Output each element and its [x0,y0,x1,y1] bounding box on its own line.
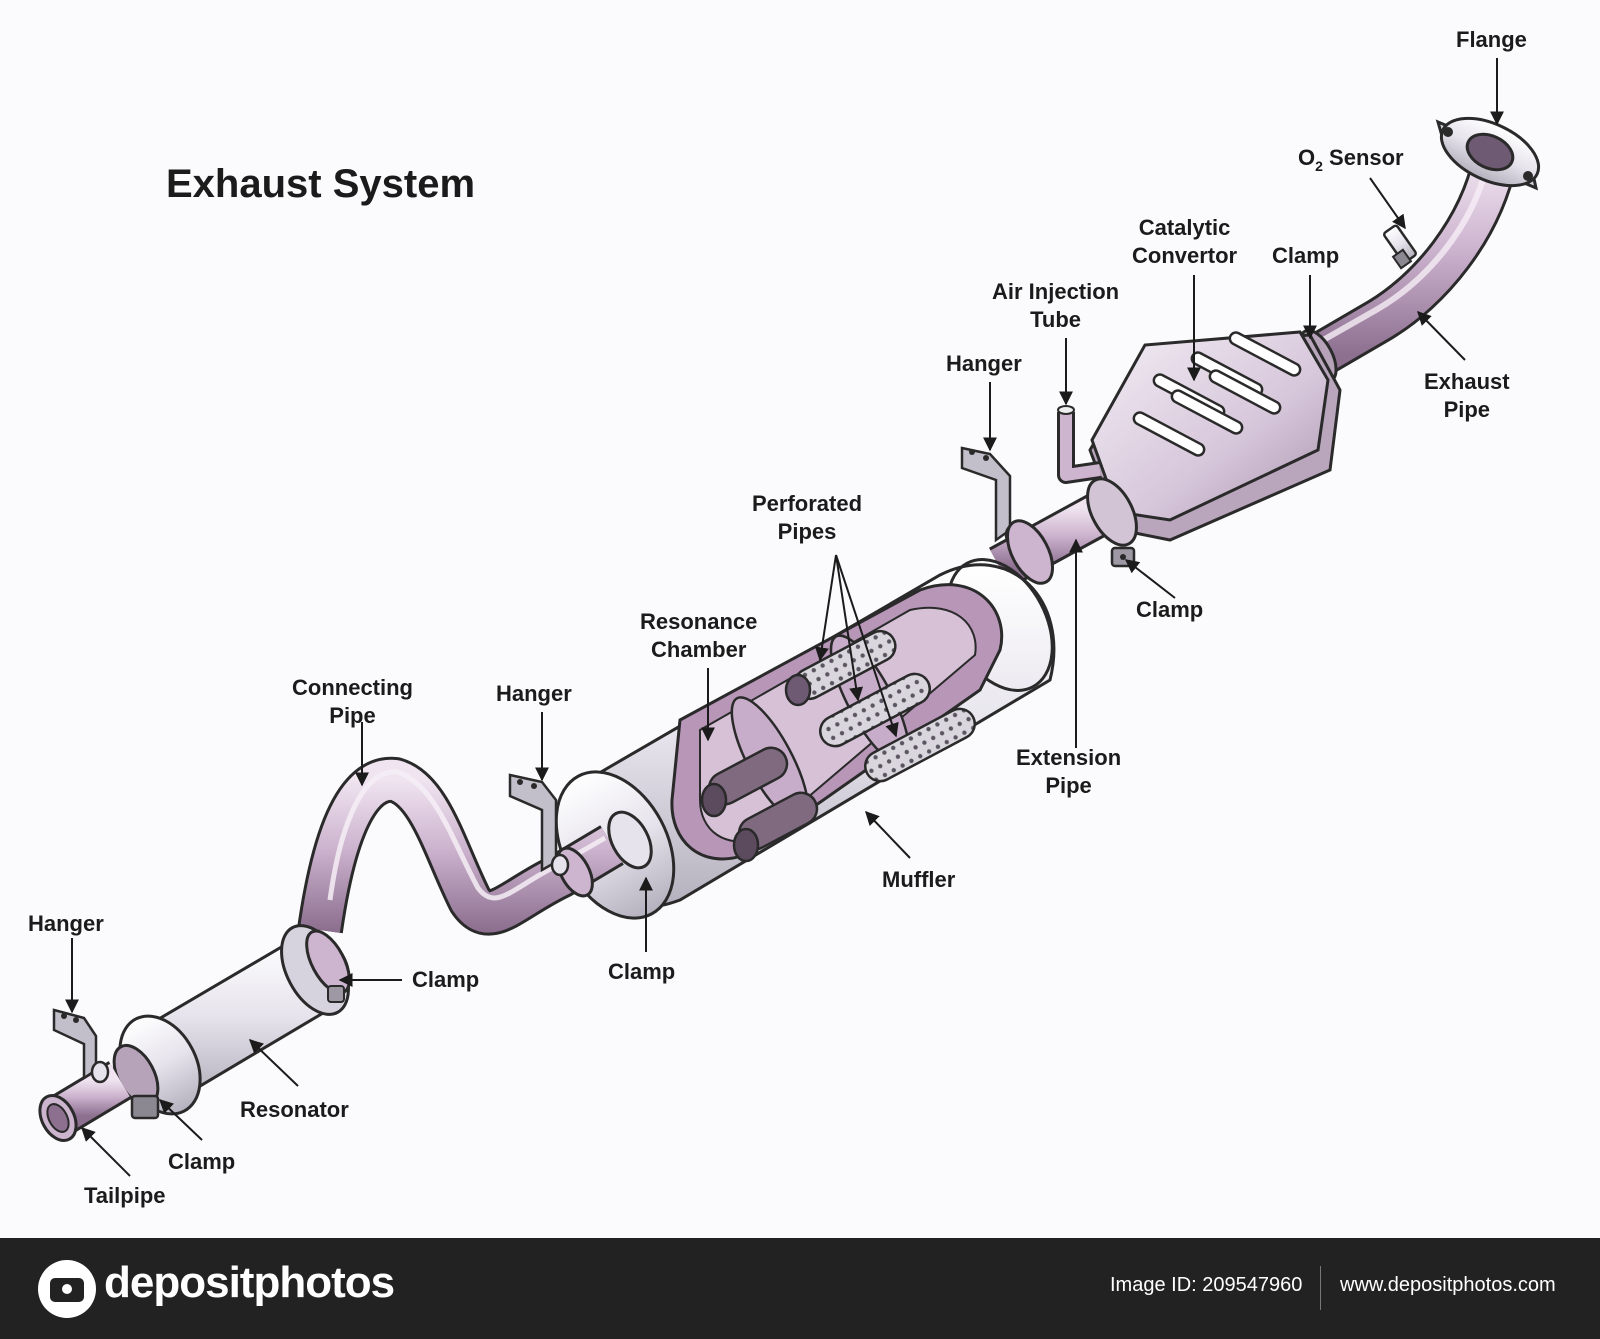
label-clamp-resonator: Clamp [412,967,480,992]
o2-suffix: Sensor [1322,145,1404,170]
label-o2-sensor: O2 Sensor [1298,144,1404,174]
hanger-left [52,1008,110,1084]
connecting-pipe [297,756,624,936]
tailpipe [38,1061,132,1142]
footer-bar: depositphotos Image ID: 209547960 www.de… [0,1238,1600,1339]
label-hanger-left: Hanger [28,911,104,936]
label-clamp-top: Clamp [1272,243,1340,268]
footer-divider [1320,1266,1321,1310]
label-hanger-mid: Hanger [496,681,572,706]
label-extension-pipe: Extension Pipe [1016,745,1122,798]
o2-subscript: 2 [1315,158,1323,174]
label-perforated-pipes: Perforated Pipes [752,491,863,544]
label-resonance-chamber: Resonance Chamber [640,609,758,662]
label-resonator: Resonator [240,1097,349,1122]
label-flange: Flange [1456,27,1527,52]
label-exhaust-pipe: Exhaust Pipe [1424,369,1510,422]
label-clamp-tail: Clamp [168,1149,236,1174]
extension-clamp-ring [1005,519,1055,585]
leader-lines [65,58,1504,1177]
muffler [554,558,1056,920]
label-muffler: Muffler [882,867,956,892]
exhaust-system-illustration [38,58,1541,1177]
catalytic-convertor [1088,330,1342,542]
site-url: www.depositphotos.com [1340,1274,1556,1296]
diagram-canvas: Exhaust System Flange O2 Sensor Catalyti… [28,27,1541,1208]
brand-name: depositphotos [104,1258,395,1307]
label-catalytic-convertor: Catalytic Convertor [1132,215,1238,268]
label-air-injection-tube: Air Injection Tube [992,279,1120,332]
image-id: Image ID: 209547960 [1110,1274,1303,1296]
o2-prefix: O [1298,145,1316,170]
exhaust-pipe [1308,154,1518,375]
label-hanger-top: Hanger [946,351,1022,376]
camera-logo-icon [38,1260,96,1318]
hanger-mid [508,773,570,877]
label-clamp-mid-right: Clamp [1136,597,1204,622]
air-injection-tube [1057,405,1102,484]
label-clamp-muffler: Clamp [608,959,676,984]
diagram-title: Exhaust System [166,162,476,206]
flange [1435,116,1541,191]
o2-sensor [1383,224,1417,270]
label-connecting-pipe: Connecting Pipe [292,675,413,728]
label-tailpipe: Tailpipe [84,1183,166,1208]
